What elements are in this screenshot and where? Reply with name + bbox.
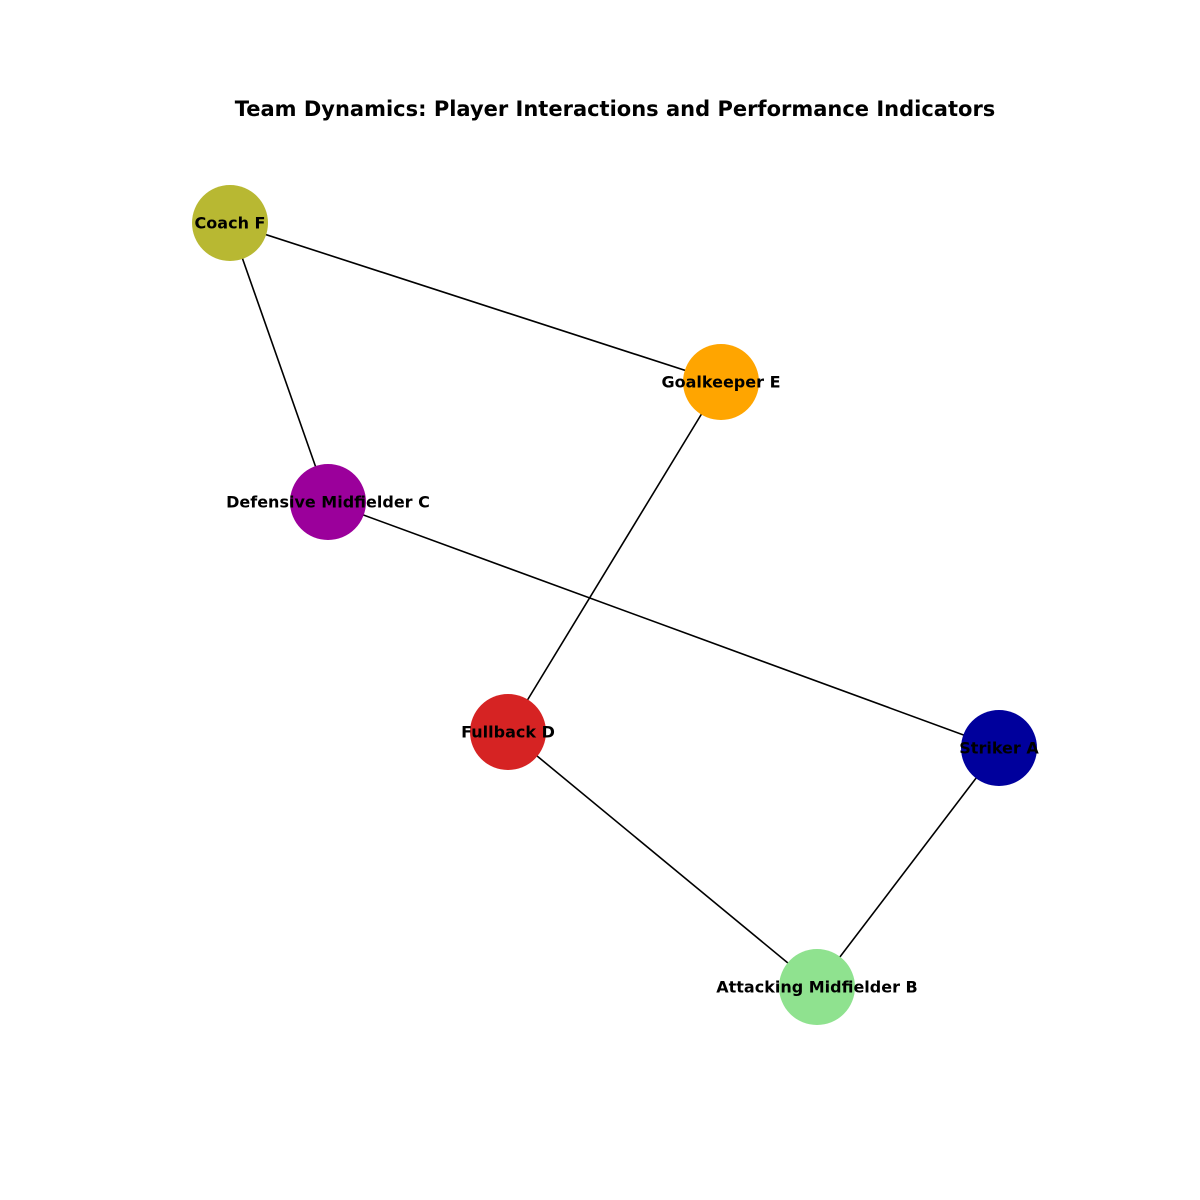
node-def-mid: Defensive Midfielder C bbox=[226, 464, 430, 540]
node-label-def-mid: Defensive Midfielder C bbox=[226, 493, 430, 512]
edge-goalkeeper-fullback bbox=[507, 381, 722, 733]
node-fullback: Fullback D bbox=[461, 694, 555, 770]
node-label-striker: Striker A bbox=[959, 739, 1039, 758]
edge-coach-goalkeeper bbox=[229, 222, 722, 383]
diagram-title: Team Dynamics: Player Interactions and P… bbox=[235, 97, 996, 121]
node-circle-striker bbox=[961, 710, 1037, 786]
node-goalkeeper: Goalkeeper E bbox=[661, 344, 781, 420]
node-circle-att-mid bbox=[779, 949, 855, 1025]
edge-striker-att-mid bbox=[816, 747, 1000, 988]
node-striker: Striker A bbox=[959, 710, 1039, 786]
node-label-att-mid: Attacking Midfielder B bbox=[716, 978, 918, 997]
node-circle-fullback bbox=[470, 694, 546, 770]
edge-coach-def-mid bbox=[229, 222, 329, 503]
node-label-coach: Coach F bbox=[195, 214, 266, 233]
edge-def-mid-striker bbox=[327, 501, 1000, 749]
edge-layer bbox=[229, 222, 1000, 988]
node-circle-goalkeeper bbox=[683, 344, 759, 420]
node-att-mid: Attacking Midfielder B bbox=[716, 949, 918, 1025]
node-coach: Coach F bbox=[192, 185, 268, 261]
node-circle-coach bbox=[192, 185, 268, 261]
edge-fullback-att-mid bbox=[507, 731, 818, 988]
node-label-fullback: Fullback D bbox=[461, 723, 555, 742]
node-layer: Striker A Attacking Midfielder B Defensive… bbox=[192, 185, 1039, 1025]
node-label-goalkeeper: Goalkeeper E bbox=[661, 373, 780, 392]
node-circle-def-mid bbox=[290, 464, 366, 540]
